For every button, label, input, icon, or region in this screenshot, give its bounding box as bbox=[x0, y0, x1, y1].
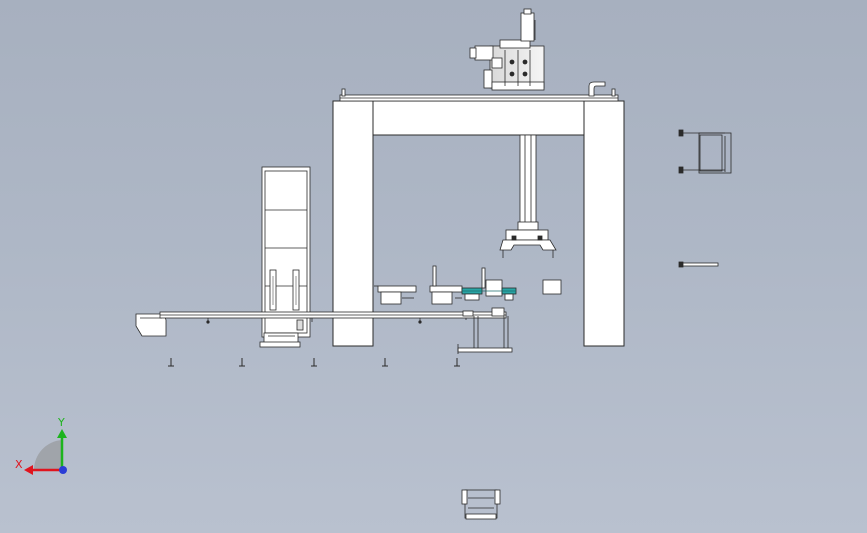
y-axis-label: Y bbox=[57, 416, 65, 429]
conveyor[interactable] bbox=[135, 310, 507, 337]
gantry-top-beam bbox=[332, 100, 625, 136]
gantry-frame[interactable] bbox=[332, 100, 625, 347]
cable-elbow bbox=[588, 81, 606, 97]
coordinate-triad: Y X bbox=[15, 416, 67, 475]
storage-rack[interactable] bbox=[259, 166, 311, 348]
floor-anchors bbox=[168, 358, 460, 367]
gantry-right-leg bbox=[583, 100, 625, 347]
x-axis-label: X bbox=[15, 458, 23, 471]
side-rod[interactable] bbox=[678, 261, 719, 268]
clamp-station[interactable] bbox=[461, 267, 517, 301]
gripper-head[interactable] bbox=[499, 229, 557, 258]
side-bracket-top[interactable] bbox=[678, 129, 732, 174]
side-stand[interactable] bbox=[457, 307, 513, 354]
gantry-left-leg bbox=[332, 100, 374, 347]
carriage-motor-head[interactable] bbox=[469, 8, 545, 91]
fixture-table-2[interactable] bbox=[429, 265, 463, 305]
fixture-table-1[interactable] bbox=[374, 285, 417, 305]
z-axis-column[interactable] bbox=[517, 134, 539, 231]
z-axis-dot bbox=[59, 466, 67, 474]
triad-plane bbox=[33, 440, 62, 470]
bottom-fixture[interactable] bbox=[461, 489, 501, 520]
top-rail bbox=[339, 88, 619, 102]
workpiece-box[interactable] bbox=[542, 279, 562, 295]
